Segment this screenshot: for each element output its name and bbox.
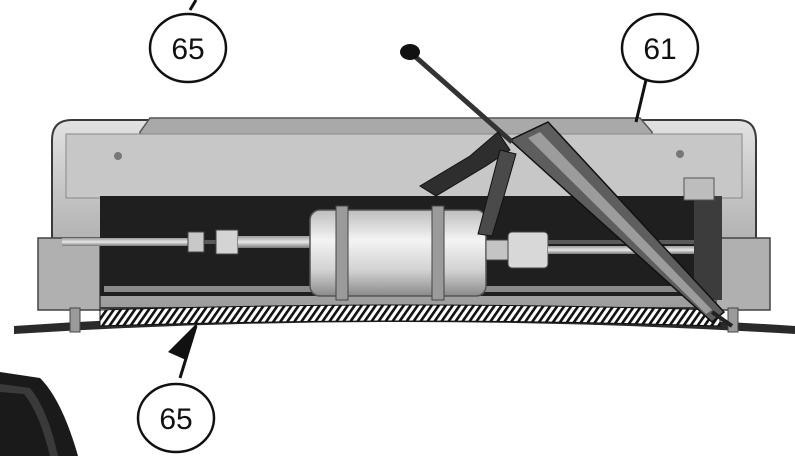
dark-object-highlight <box>0 384 58 456</box>
left-fitting-nut-2 <box>215 229 239 255</box>
caulking-gun-tube-highlight <box>528 132 712 314</box>
pointer-arrow <box>168 322 198 360</box>
left-threaded-rod <box>62 238 192 246</box>
caulking-gun <box>400 44 734 328</box>
right-end-bracket <box>694 196 722 300</box>
cylinder-clamp-left <box>335 205 349 301</box>
callout-label-bottom: 65 <box>159 403 192 436</box>
caulking-gun-handle <box>419 131 511 197</box>
callout-label-top-right: 61 <box>643 33 676 66</box>
left-side-bracket <box>37 237 101 311</box>
housing-screw-right <box>676 150 684 158</box>
callout-bubble-top-right <box>620 12 700 84</box>
right-connector-rod <box>548 246 698 254</box>
caulking-gun-plunger-rod <box>408 50 514 144</box>
right-end-cap <box>683 177 715 201</box>
caulking-gun-nozzle <box>710 310 734 328</box>
leader-line-65-top <box>188 0 198 11</box>
right-foot <box>727 307 739 333</box>
leader-line-61 <box>634 79 648 123</box>
left-connector-rod <box>238 236 312 248</box>
callout-bubble-bottom <box>136 382 216 454</box>
left-foot <box>69 307 81 333</box>
cylinder-clamp-right <box>431 205 445 301</box>
caulking-gun-trigger <box>477 149 517 237</box>
caulking-gun-rod-knob <box>400 44 420 60</box>
callout-bubble-top-left <box>148 12 228 84</box>
sealant-strip <box>99 304 721 327</box>
callout-label-top-left: 65 <box>171 33 204 66</box>
right-valve-body <box>507 231 549 269</box>
housing-screw-left <box>114 152 122 160</box>
housing-inner-panel <box>65 133 743 199</box>
right-side-bracket <box>715 237 771 311</box>
right-fitting <box>485 239 511 261</box>
left-fitting-nut-1 <box>187 231 205 253</box>
